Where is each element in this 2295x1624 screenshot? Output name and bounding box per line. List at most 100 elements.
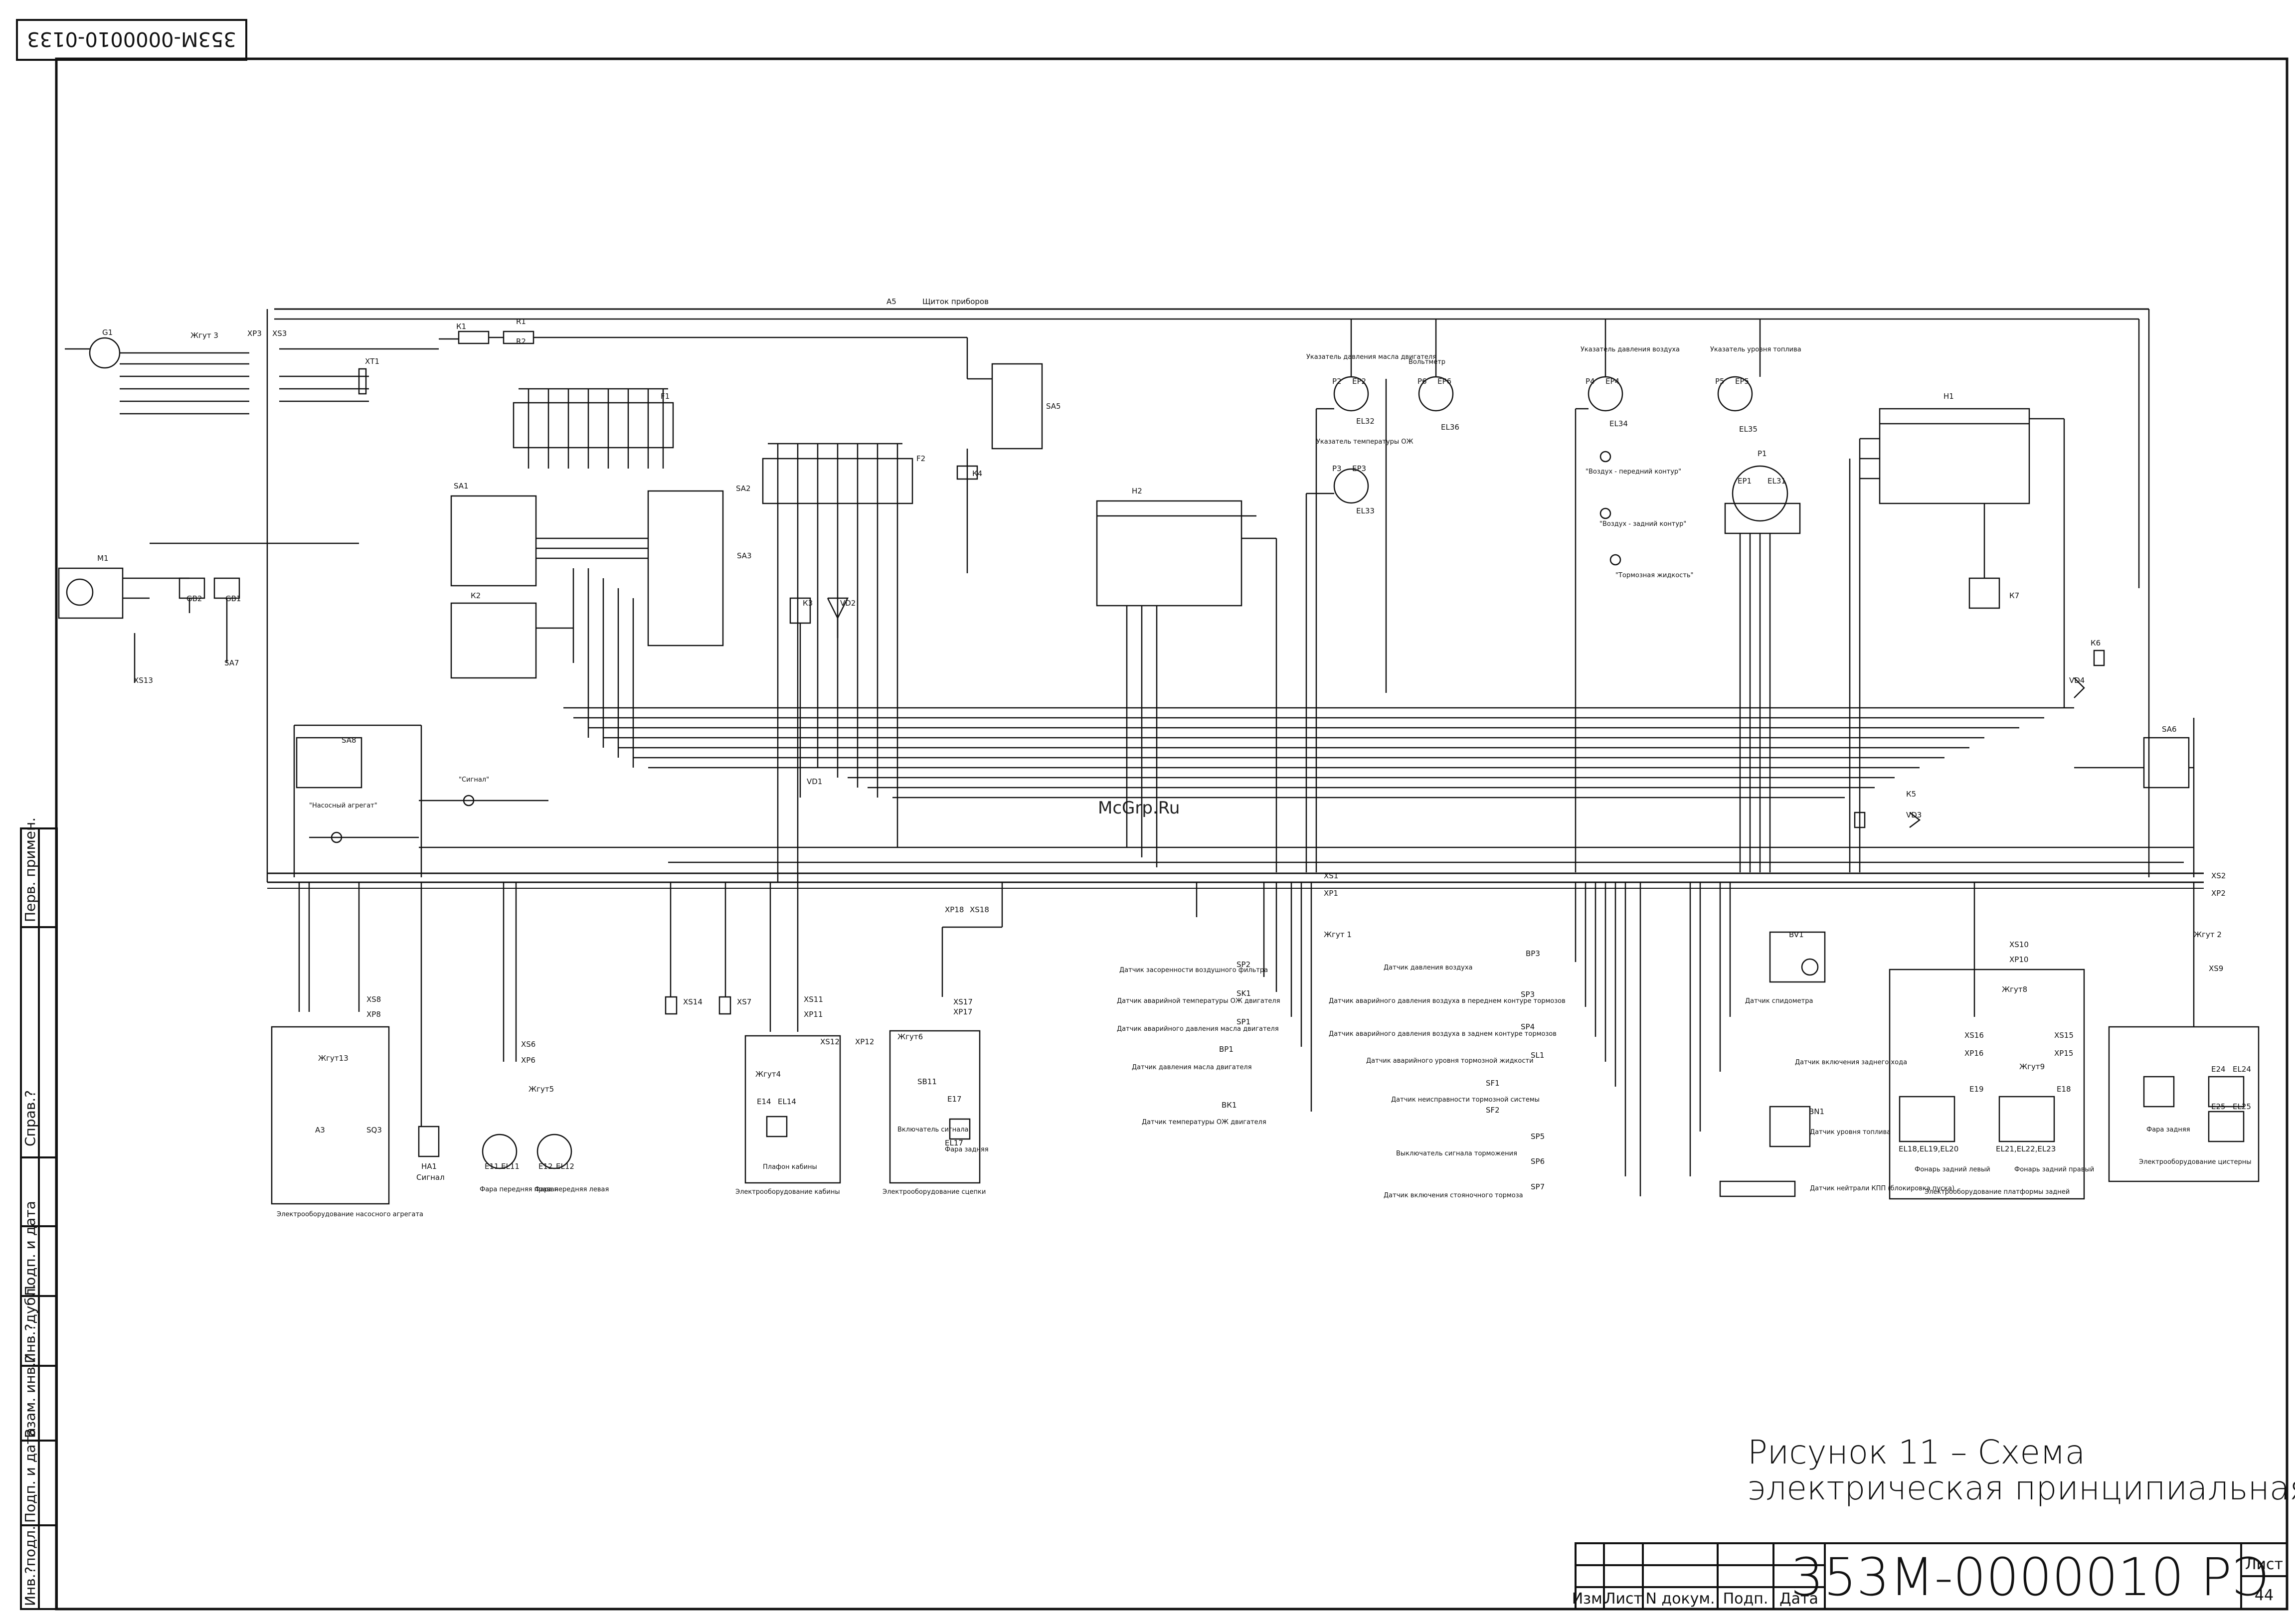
conn-xs18: ХS18 [970, 905, 989, 914]
conn-xs8: ХS8 [366, 995, 381, 1004]
comp-k5: К5 [1906, 790, 1916, 799]
top-code: 353M-0000010-0133 [27, 27, 236, 50]
comp-sa6: SA6 [2162, 725, 2177, 734]
conn-xp8: ХР8 [366, 1010, 381, 1019]
harness-9: Жгут9 [2019, 1062, 2045, 1071]
title-col-ndokum: N докум. [1645, 1590, 1715, 1608]
sensor-sp5-label: Выключатель сигнала торможения [1396, 1150, 1517, 1157]
comp-vd1: VD1 [807, 777, 822, 786]
gauge-p4-label: Указатель давления воздуха [1581, 346, 1680, 353]
part-el-right: ЕL21,ЕL22,ЕL23 [1996, 1144, 2056, 1153]
stamp-vzam-inv: Взам. инв.? [22, 1355, 38, 1438]
part-sb11: SB11 [917, 1077, 937, 1086]
document-number: 353M-0000010 РЭ [1790, 1547, 2268, 1608]
label-fuel-sensor: Датчик уровня топлива [1810, 1129, 1891, 1136]
comp-sa3: SA3 [737, 551, 752, 560]
part-e11: Е11 [485, 1162, 499, 1171]
gauge-el33: ЕL33 [1356, 506, 1375, 515]
conn-xs10: ХS10 [2009, 940, 2029, 949]
conn-xp2: ХР2 [2211, 889, 2226, 898]
conn-xs9: ХS9 [2209, 964, 2223, 973]
diagram-labels: А5 Щиток приборов Жгут 3 Жгут 1 Жгут 2 Ж… [97, 297, 2252, 1218]
sheet-number: 44 [2255, 1587, 2274, 1604]
title-col-list: Лист [1604, 1590, 1642, 1608]
gauge-ep2: ЕР2 [1352, 377, 1366, 386]
conn-xp3: ХР3 [247, 329, 262, 338]
conn-xs13: ХS13 [134, 676, 153, 685]
label-headlight-right: Фара передняя правая [480, 1186, 558, 1193]
conn-xs14: ХS14 [683, 997, 703, 1006]
conn-xp15: ХР15 [2054, 1049, 2073, 1058]
comp-k2: К2 [471, 591, 481, 600]
comp-k6: К6 [2091, 639, 2101, 648]
sensor-sk1-label: Датчик аварийной температуры ОЖ двигател… [1117, 997, 1280, 1005]
lamp-signal: "Сигнал" [459, 776, 489, 784]
label-headlight-left: Фара передняя левая [534, 1186, 609, 1193]
sensor-bp1-label: Датчик давления масла двигателя [1132, 1064, 1252, 1071]
gauge-ep6: ЕР6 [1437, 377, 1451, 386]
part-el11: ЕL11 [501, 1162, 520, 1171]
comp-f1: F1 [661, 392, 670, 401]
comp-bn1: BN1 [1809, 1107, 1824, 1116]
gauge-ep4: ЕР4 [1605, 377, 1619, 386]
conn-xs7: ХS7 [737, 997, 751, 1006]
sensor-bk1: ВК1 [1222, 1101, 1236, 1110]
sensor-sp5: SP5 [1531, 1132, 1545, 1141]
gauge-p6: Р6 [1417, 377, 1427, 386]
panel-title: Щиток приборов [922, 297, 989, 306]
conn-xp17: ХР17 [953, 1007, 972, 1016]
figure-caption-line2: электрическая принципиальная [1748, 1469, 2295, 1507]
label-hitch-equip: Электрооборудование сцепки [883, 1188, 986, 1196]
lamp-pump: "Насосный агрегат" [309, 802, 377, 810]
gauge-ep1: ЕР1 [1738, 477, 1752, 486]
part-el25: ЕL25 [2233, 1102, 2251, 1111]
stamp-sprav: Справ.? [22, 1090, 38, 1146]
comp-m1: М1 [97, 554, 109, 563]
harness-1: Жгут 1 [1324, 930, 1352, 939]
comp-g1: G1 [102, 328, 113, 337]
conn-xp10: ХР10 [2009, 955, 2028, 964]
sensor-bp3: ВР3 [1526, 949, 1540, 958]
panel-id: А5 [886, 297, 896, 306]
label-rear-headlight-tank: Фара задняя [2146, 1126, 2190, 1134]
harness-5: Жгут5 [529, 1085, 554, 1094]
part-el24: ЕL24 [2233, 1065, 2251, 1074]
stamp-perv-primen: Перв. примен. [22, 817, 38, 922]
part-e19: Е19 [1969, 1085, 1984, 1094]
sheet-label: Лист [2245, 1556, 2283, 1573]
label-tank-equip: Электрооборудование цистерны [2139, 1158, 2252, 1166]
harness-8: Жгут8 [2002, 985, 2027, 994]
sensor-sf1-label: Датчик неисправности тормозной системы [1391, 1096, 1540, 1104]
sensor-sf2: SF2 [1486, 1106, 1500, 1115]
sensor-sf1: SF1 [1486, 1079, 1500, 1088]
sensor-sp1-label: Датчик аварийного давления масла двигате… [1117, 1025, 1279, 1033]
comp-gb2: GB2 [186, 594, 202, 603]
conn-xp12: ХР12 [855, 1037, 874, 1046]
comp-ha1: НА1 [421, 1162, 437, 1171]
sensor-sp4-label: Датчик аварийного давления воздуха в зад… [1329, 1030, 1557, 1038]
part-e14: Е14 [757, 1097, 771, 1106]
harness-3: Жгут 3 [190, 331, 218, 340]
gauge-el35: ЕL35 [1739, 425, 1758, 434]
sensor-sp7-label: Датчик включения стояночного тормоза [1384, 1192, 1523, 1199]
comp-sa2: SA2 [736, 484, 751, 493]
title-col-data: Дата [1779, 1590, 1818, 1608]
title-col-podp: Подп. [1723, 1590, 1768, 1608]
label-rear-right-lamp: Фонарь задний правый [2014, 1166, 2094, 1173]
conn-xs16: ХS16 [1964, 1031, 1984, 1040]
stamp-inv-podl: Инв.?подл. [22, 1526, 38, 1606]
watermark: McGrp.Ru [1098, 798, 1180, 818]
comp-gb1: GB1 [225, 594, 241, 603]
conn-xp6: ХР6 [521, 1056, 535, 1065]
conn-xs17: ХS17 [953, 997, 973, 1006]
gauge-p3-label: Указатель температуры ОЖ [1316, 438, 1413, 446]
sensor-sp3: SP3 [1521, 990, 1535, 999]
comp-f2: F2 [916, 454, 925, 463]
part-e12: Е12 [538, 1162, 553, 1171]
side-stamp [20, 827, 58, 1610]
sensor-sp3-label: Датчик аварийного давления воздуха в пер… [1329, 997, 1566, 1005]
comp-sa1: SA1 [454, 482, 469, 490]
gauge-p5: Р5 [1715, 377, 1725, 386]
part-el-left: ЕL18,ЕL19,ЕL20 [1899, 1144, 1958, 1153]
